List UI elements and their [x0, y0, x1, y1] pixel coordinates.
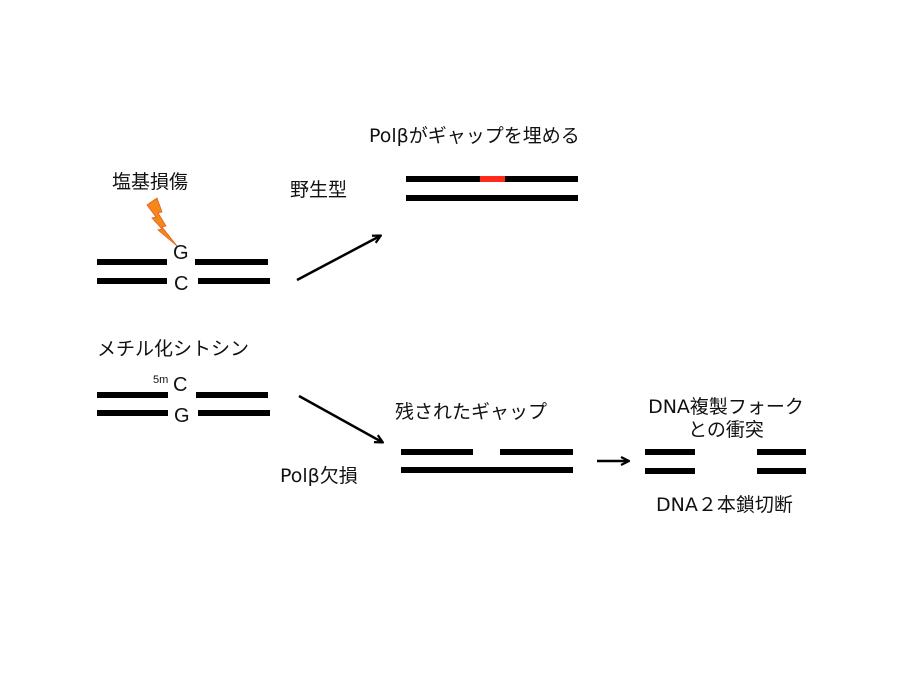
- strand-segment: [196, 392, 268, 398]
- methyl-superscript: 5m: [153, 374, 169, 386]
- label-pol-deficient: Polβ欠損: [280, 465, 358, 487]
- broken-dna: [645, 449, 806, 474]
- label-wild-type: 野生型: [290, 179, 348, 201]
- repaired-dna: [406, 176, 578, 201]
- strand-segment: [645, 449, 695, 455]
- methylated-dna: [97, 392, 270, 416]
- strand-segment: [97, 410, 168, 416]
- strand-segment: [198, 278, 270, 284]
- label-remaining-gap: 残されたギャップ: [395, 401, 548, 423]
- arrow-to-wild-type: [296, 236, 380, 282]
- lightning-bolt-icon: [146, 197, 178, 247]
- strand-segment: [97, 259, 167, 265]
- label-base-damage: 塩基損傷: [112, 171, 189, 193]
- label-fork-collision: DNA複製フォーク との衝突: [636, 396, 816, 442]
- strand-segment: [757, 468, 806, 474]
- label-double-strand-break: DNA２本鎖切断: [656, 494, 793, 516]
- strand-segment: [97, 392, 168, 398]
- label-pol-fills-gap: Polβがギャップを埋める: [369, 125, 580, 147]
- label-methylated-cytosine: メチル化シトシン: [97, 338, 250, 360]
- strand-segment: [645, 468, 695, 474]
- gapped-dna: [401, 449, 573, 473]
- strand-segment: [500, 449, 573, 455]
- base-methyl-top: C: [173, 374, 188, 396]
- strand-segment: [401, 449, 473, 455]
- strand-segment: [406, 195, 578, 201]
- strand-segment: [401, 467, 573, 473]
- repair-patch: [480, 176, 505, 182]
- base-methyl-bottom: G: [174, 405, 190, 427]
- strand-segment: [757, 449, 806, 455]
- strand-segment: [195, 259, 268, 265]
- label-fork-collision-line1: DNA複製フォーク: [648, 396, 804, 418]
- strand-segment: [198, 410, 270, 416]
- arrow-to-pol-deficient: [298, 394, 382, 442]
- damaged-dna: [97, 259, 270, 284]
- label-fork-collision-line2: との衝突: [688, 419, 764, 441]
- strand-segment: [97, 278, 167, 284]
- base-damaged-bottom: C: [174, 273, 189, 295]
- base-damaged-top: G: [173, 242, 189, 264]
